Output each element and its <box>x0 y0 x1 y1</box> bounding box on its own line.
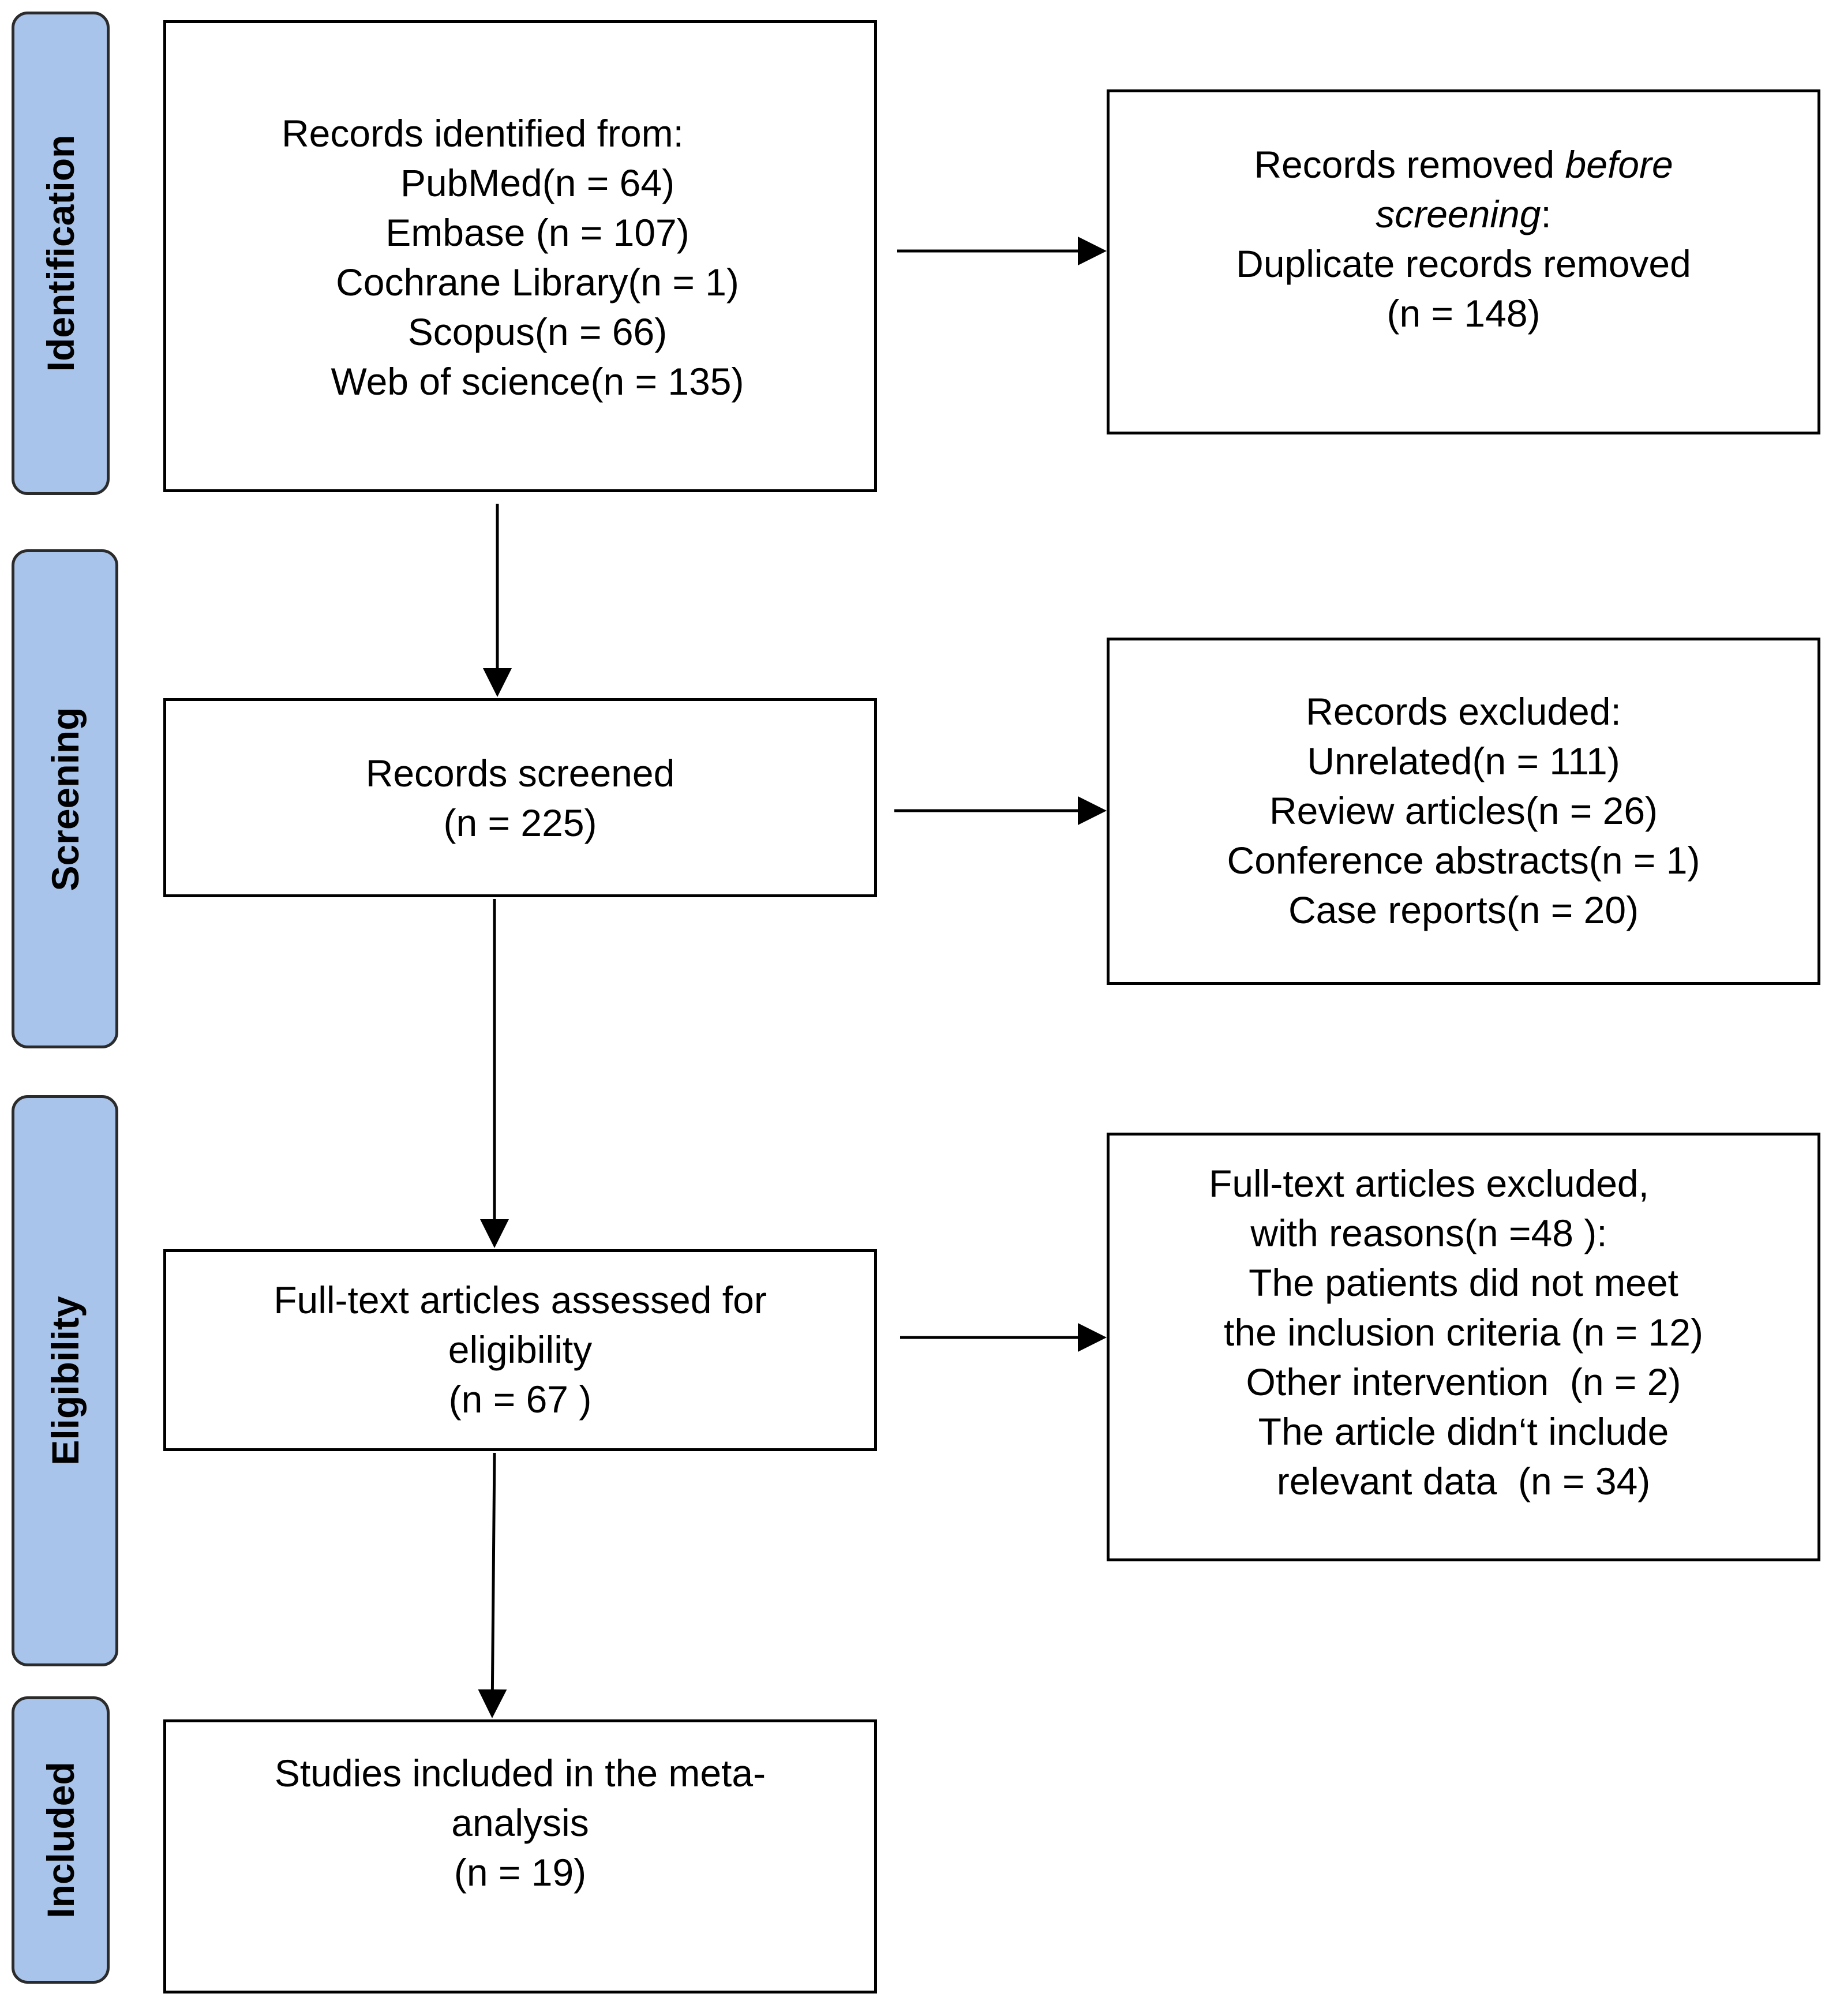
source-pubmed: PubMed(n = 64) <box>400 162 675 204</box>
studies-included-line-1: Studies included in the meta- <box>274 1752 766 1794</box>
source-web-of-science: Web of science(n = 135) <box>331 360 744 403</box>
records-screened-label: Records screened <box>365 752 675 795</box>
fulltext-excluded-heading: Full-text articles excluded, <box>1209 1162 1649 1205</box>
reason-no-relevant-data-1: The article didn‘t include <box>1258 1410 1669 1453</box>
duplicate-records-label: Duplicate records removed <box>1236 242 1691 285</box>
stage-screening: Screening <box>12 549 118 1048</box>
fulltext-excluded-reasons: with reasons(n =48 ): <box>1250 1212 1607 1254</box>
duplicate-records-count: (n = 148) <box>1386 292 1541 335</box>
studies-included-line-2: analysis <box>451 1801 589 1844</box>
reason-no-relevant-data-2: relevant data (n = 34) <box>1276 1460 1651 1502</box>
fulltext-assessed-box: Full-text articles assessed for eligibil… <box>163 1249 877 1451</box>
stage-included: Included <box>12 1696 110 1984</box>
excluded-case-reports: Case reports(n = 20) <box>1288 889 1639 931</box>
records-excluded-box: Records excluded: Unrelated(n = 111) Rev… <box>1107 638 1820 985</box>
records-removed-box: Records removed before screening: Duplic… <box>1107 89 1820 434</box>
removed-line-2: screening: <box>1110 189 1817 239</box>
removed-line-1-text: Records removed <box>1254 143 1565 186</box>
source-embase: Embase (n = 107) <box>385 211 689 254</box>
excluded-unrelated: Unrelated(n = 111) <box>1307 740 1620 782</box>
excluded-review-articles: Review articles(n = 26) <box>1269 789 1658 832</box>
fulltext-excluded-box: Full-text articles excluded, with reason… <box>1107 1133 1820 1561</box>
records-excluded-heading: Records excluded: <box>1306 690 1621 733</box>
source-scopus: Scopus(n = 66) <box>407 310 668 353</box>
source-cochrane: Cochrane Library(n = 1) <box>336 261 739 303</box>
removed-line-1: Records removed before <box>1110 140 1817 189</box>
stage-eligibility: Eligibility <box>12 1095 118 1666</box>
records-identified-heading: Records identified from: <box>282 112 684 155</box>
reason-other-intervention: Other intervention (n = 2) <box>1246 1361 1681 1403</box>
fulltext-assessed-count: (n = 67 ) <box>448 1378 592 1421</box>
fulltext-assessed-line-2: eligibility <box>448 1328 593 1371</box>
fulltext-assessed-line-1: Full-text articles assessed for <box>273 1279 767 1321</box>
removed-before-italic: before <box>1565 143 1673 186</box>
records-identified-box: Records identified from: PubMed(n = 64) … <box>163 20 877 492</box>
records-screened-count: (n = 225) <box>443 801 597 844</box>
reason-inclusion-criteria-1: The patients did not meet <box>1249 1261 1678 1304</box>
studies-included-count: (n = 19) <box>454 1851 587 1894</box>
stage-identification: Identification <box>12 12 110 495</box>
reason-inclusion-criteria-2: the inclusion criteria (n = 12) <box>1224 1311 1703 1354</box>
removed-screening-italic: screening <box>1376 193 1541 235</box>
studies-included-box: Studies included in the meta- analysis (… <box>163 1719 877 1993</box>
records-screened-box: Records screened (n = 225) <box>163 698 877 897</box>
removed-colon: : <box>1541 193 1552 235</box>
excluded-conference-abstracts: Conference abstracts(n = 1) <box>1227 839 1700 882</box>
arrow-fulltext-to-included <box>478 1452 507 1718</box>
